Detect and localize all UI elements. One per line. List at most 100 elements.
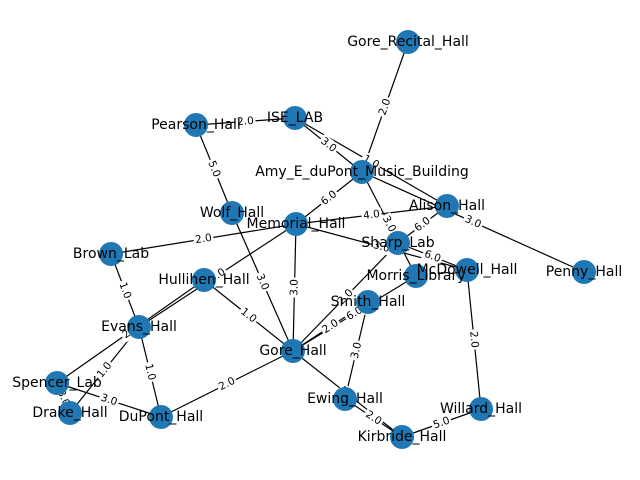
edge-weight-text: 3.0 — [349, 341, 365, 360]
edge-weight-amy-e-dupont-music-building-to-memorial-hall: 6.0 — [317, 186, 341, 210]
edge-weight-memorial-hall-to-alison-hall: 4.0 — [360, 207, 383, 223]
edge-weight-text: 5.0 — [205, 159, 222, 179]
node-label-gore-hall: Gore_Hall — [259, 343, 326, 359]
node-label-dupont-hall: DuPont_Hall — [119, 409, 203, 425]
edge-weight-text: 3.0 — [99, 392, 119, 409]
node-label-amy-e-dupont-music-building: Amy_E_duPont_Music_Building — [255, 164, 469, 180]
node-drake-hall — [58, 401, 82, 425]
edge-weight-memorial-hall-to-gore-hall: 3.0 — [287, 277, 302, 298]
node-label-willard-hall: Willard_Hall — [440, 401, 522, 417]
edge-weight-background — [347, 339, 366, 362]
node-mcdowell-hall — [455, 258, 479, 282]
edge-weight-background — [360, 207, 383, 223]
edge-weight-background — [378, 212, 400, 236]
node-ise-lab — [283, 106, 307, 130]
edge-weight-willard-hall-to-kirbride-hall: 5.0 — [429, 413, 454, 433]
node-label-spencer-lab: Spencer_Lab — [12, 375, 102, 391]
edge-weight-amy-e-dupont-music-building-to-penny-hall: 3.0 — [461, 211, 485, 233]
edge-weight-background — [97, 390, 121, 410]
edge-weight-background — [287, 277, 302, 298]
edge-weight-background — [466, 328, 482, 351]
edge-weight-text: 1.0 — [142, 362, 158, 381]
edge-weight-background — [192, 230, 215, 248]
node-brown-lab — [99, 242, 123, 266]
node-penny-hall — [572, 260, 596, 284]
node-dupont-hall — [149, 405, 173, 429]
edge-weight-pearson-hall-to-wolf-hall: 5.0 — [204, 157, 224, 181]
edge-weight-background — [141, 360, 159, 384]
edge-weight-brown-lab-to-evans-hall: 1.0 — [115, 278, 135, 303]
edge-weight-gore-recital-hall-to-amy-e-dupont-music-building: 2.0 — [375, 95, 395, 119]
node-label-wolf-hall: Wolf_Hall — [200, 205, 264, 221]
node-ewing-hall — [333, 387, 357, 411]
node-evans-hall — [127, 315, 151, 339]
node-hullihen-hall — [192, 268, 216, 292]
node-label-kirbride-hall: Kirbride_Hall — [358, 429, 447, 445]
node-smith-hall — [356, 290, 380, 314]
edge-weight-smith-hall-to-gore-hall: 2.0 — [318, 315, 343, 338]
edge-weight-text: 5.0 — [432, 415, 452, 432]
node-label-hullihen-hall: Hullihen_Hall — [158, 272, 249, 288]
edge-weight-background — [429, 413, 454, 433]
edge-weight-amy-e-dupont-music-building-to-morris-library: 3.0 — [378, 212, 400, 236]
edge-weight-text: 2.0 — [377, 97, 394, 117]
edge-weight-smith-hall-to-ewing-hall: 3.0 — [347, 339, 366, 362]
node-label-ewing-hall: Ewing_Hall — [307, 391, 383, 407]
node-label-morris-library: Morris_Library — [366, 268, 465, 284]
edge-weight-text: 2.0 — [194, 232, 212, 247]
edge-weight-background — [316, 133, 341, 157]
edge-weight-background — [236, 304, 261, 327]
edge-weight-memorial-hall-to-brown-lab: 2.0 — [192, 230, 215, 248]
nodes-layer — [45, 30, 596, 449]
edge-weight-background — [375, 95, 395, 119]
node-label-pearson-hall: Pearson_Hall — [151, 117, 241, 133]
edge-weights-layer: 2.02.05.03.01.06.03.03.04.02.03.03.03.03… — [53, 95, 485, 433]
edge-weight-text: 2.0 — [237, 115, 255, 128]
node-label-brown-lab: Brown_Lab — [73, 246, 149, 262]
edge-weight-background — [215, 373, 239, 395]
node-amy-e-dupont-music-building — [350, 160, 374, 184]
node-willard-hall — [469, 397, 493, 421]
edge-weight-text: 4.0 — [362, 208, 380, 222]
edge-weight-background — [235, 114, 256, 129]
node-pearson-hall — [184, 113, 208, 137]
node-morris-library — [404, 264, 428, 288]
edge-weight-text: 1.0 — [116, 281, 133, 301]
node-label-gore-recital-hall: Gore_Recital_Hall — [347, 34, 469, 50]
edge-weight-background — [93, 358, 116, 382]
node-label-smith-hall: Smith_Hall — [331, 294, 406, 310]
edge-weight-background — [420, 246, 445, 267]
edge-weight-pearson-hall-to-ise-lab: 2.0 — [235, 114, 256, 129]
node-label-evans-hall: Evans_Hall — [101, 319, 177, 335]
node-alison-hall — [435, 194, 459, 218]
edge-weight-background — [359, 151, 383, 173]
edge-weight-sharp-lab-to-mcdowell-hall: 6.0 — [420, 246, 445, 267]
node-gore-hall — [281, 339, 305, 363]
edge-weight-alison-hall-to-sharp-lab: 6.0 — [410, 213, 435, 236]
node-sharp-lab — [386, 231, 410, 255]
edge-weight-background — [204, 157, 224, 181]
edge-weight-mcdowell-hall-to-willard-hall: 2.0 — [466, 328, 482, 351]
node-label-penny-hall: Penny_Hall — [546, 264, 622, 280]
node-memorial-hall — [284, 212, 308, 236]
node-label-ise-lab: ISE_LAB — [267, 110, 323, 126]
node-spencer-lab — [45, 371, 69, 395]
node-kirbride-hall — [390, 425, 414, 449]
node-label-memorial-hall: Memorial_Hall — [247, 216, 346, 232]
edge-weight-background — [361, 407, 386, 429]
edge-weight-background — [318, 315, 343, 338]
edge-weight-background — [252, 270, 273, 294]
edge-weight-text: 6.0 — [423, 248, 443, 265]
node-gore-recital-hall — [396, 30, 420, 54]
edge-weight-text: 3.0 — [288, 279, 300, 296]
edge-weight-background — [410, 213, 435, 236]
edge-weight-wolf-hall-to-gore-hall: 3.0 — [252, 270, 273, 294]
node-label-mcdowell-hall: McDowell_Hall — [417, 262, 518, 278]
edge-weight-background — [333, 285, 358, 309]
edge-weight-background — [461, 211, 485, 233]
node-wolf-hall — [220, 201, 244, 225]
edge-weight-ewing-hall-to-kirbride-hall: 2.0 — [361, 407, 386, 429]
node-label-sharp-lab: Sharp_Lab — [361, 235, 434, 251]
